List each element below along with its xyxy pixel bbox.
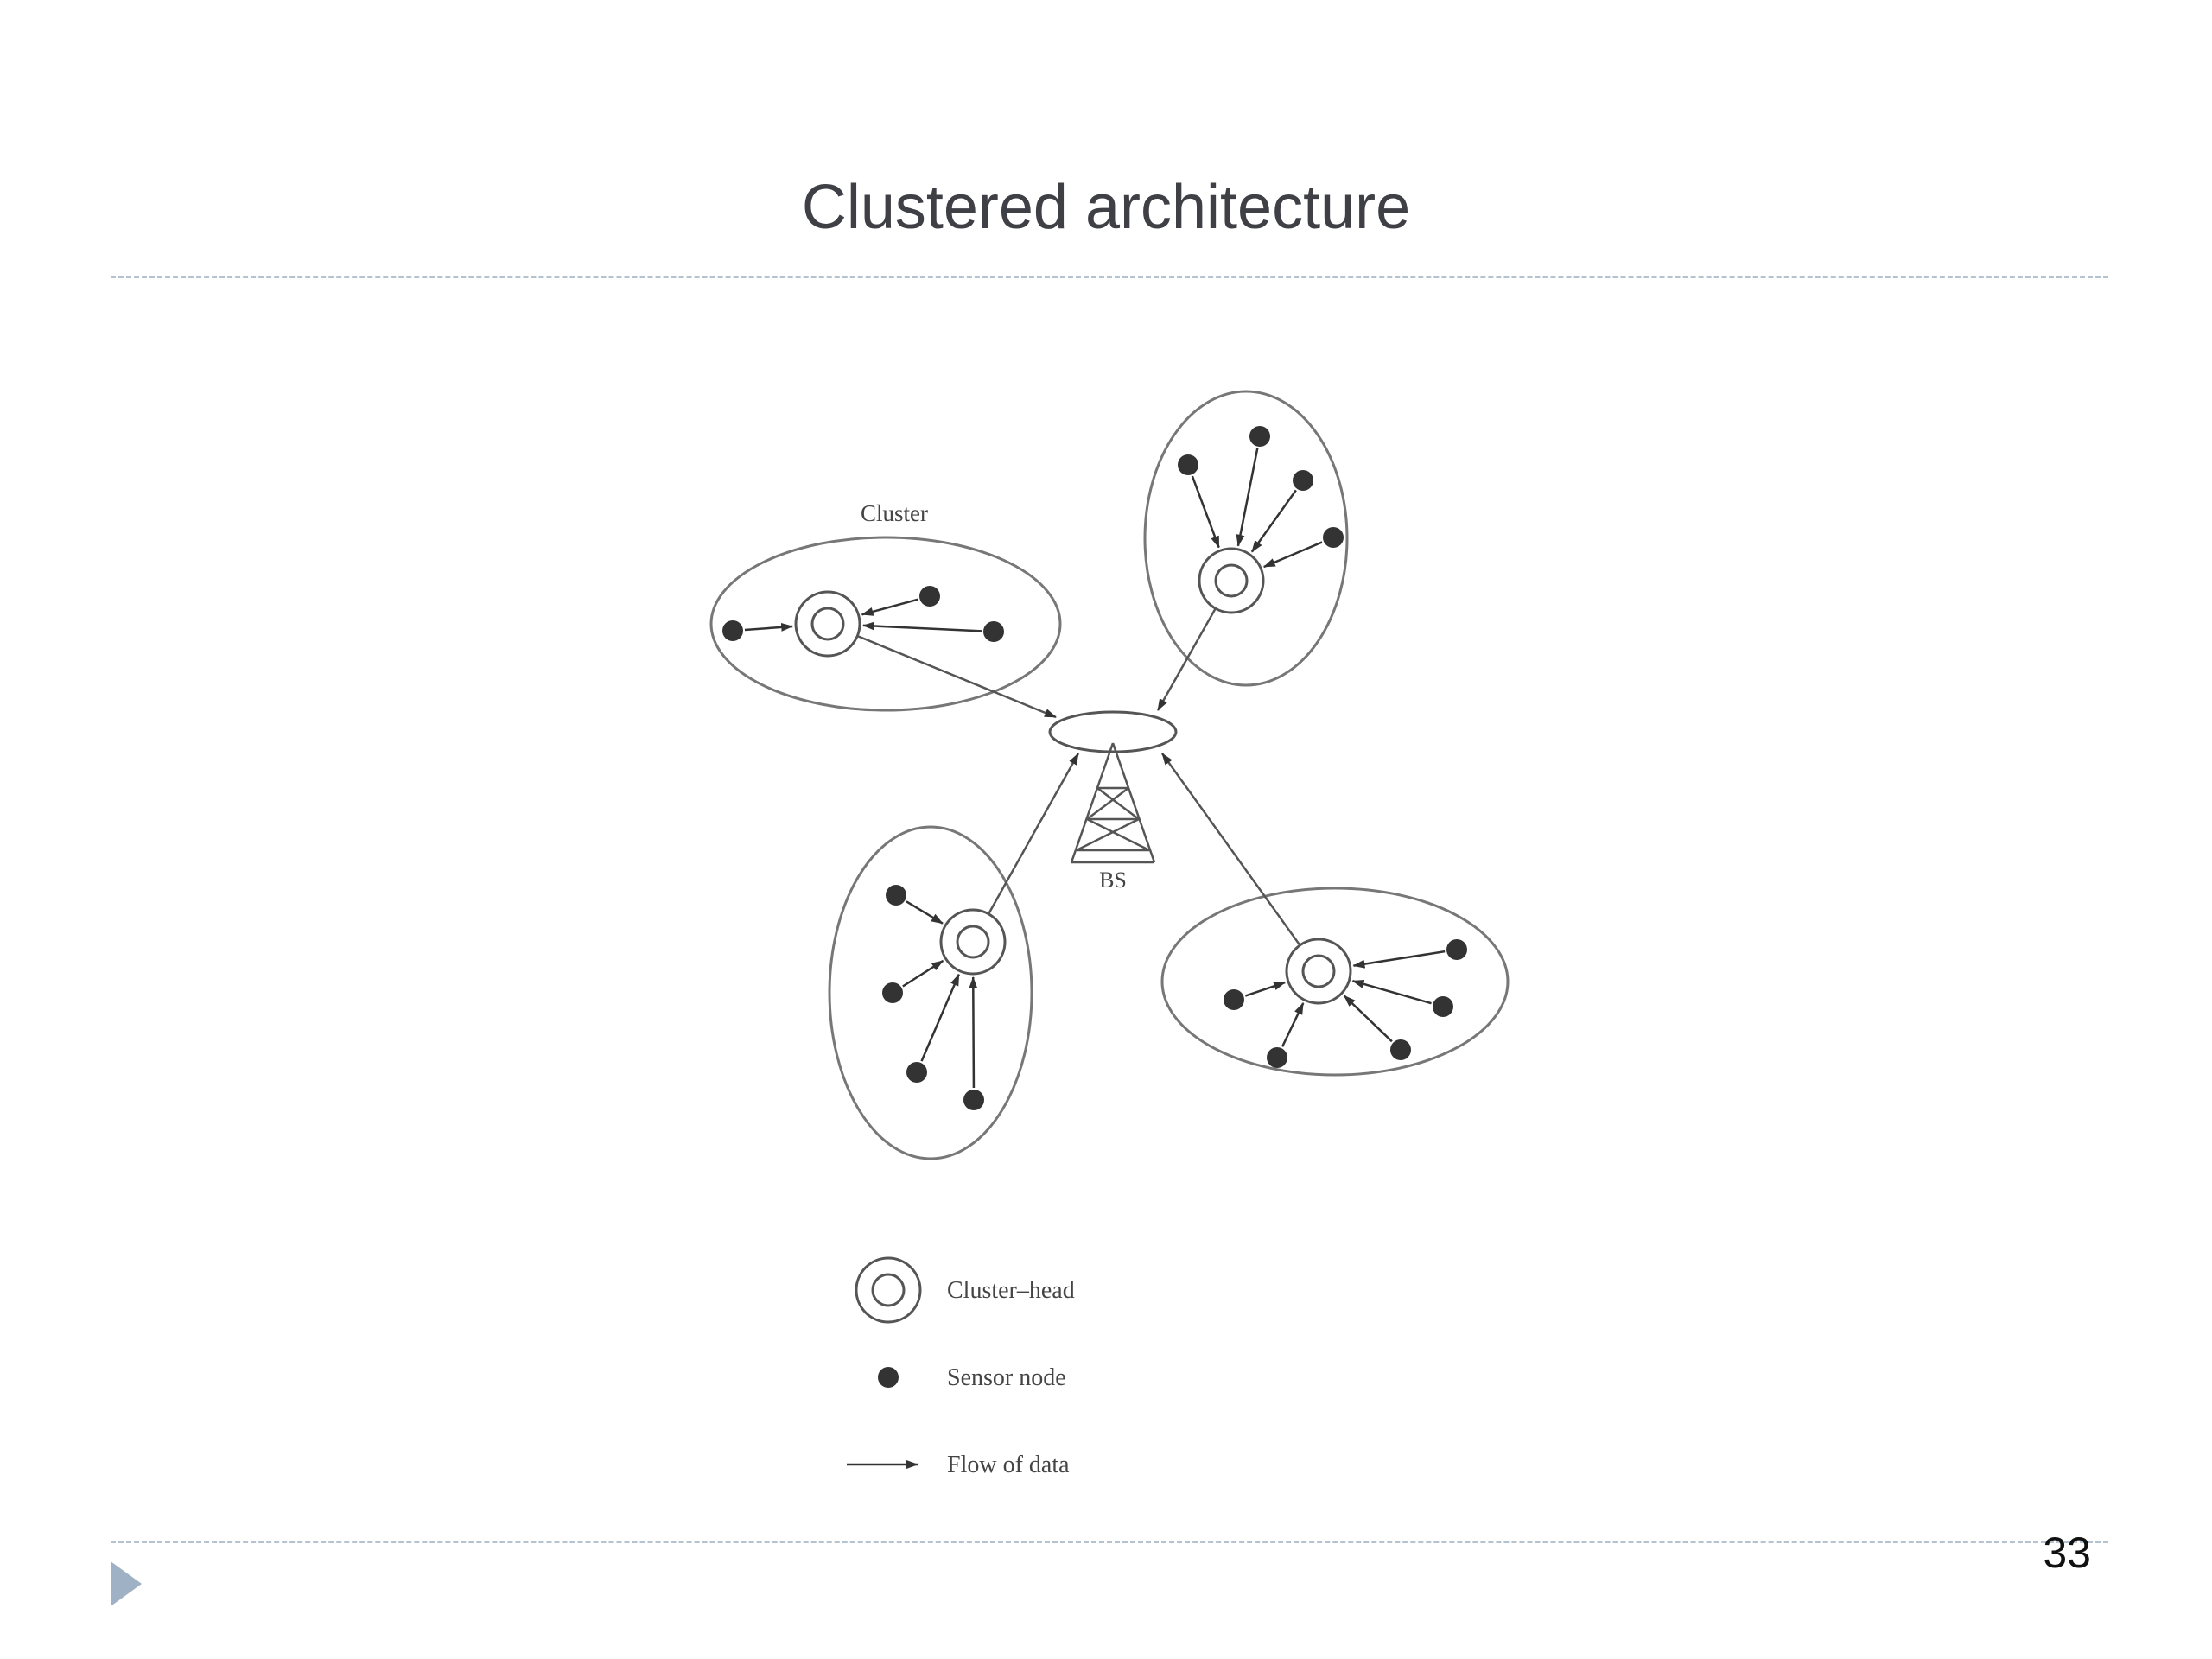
data-flow-arrow bbox=[920, 973, 960, 1062]
base-station-label: BS bbox=[1099, 868, 1127, 893]
data-flow-arrow bbox=[861, 621, 982, 632]
sensor-node bbox=[1446, 939, 1467, 960]
cluster-top bbox=[1143, 390, 1349, 687]
data-flow-arrow bbox=[1262, 541, 1323, 569]
data-flow-arrow bbox=[1343, 995, 1393, 1043]
cluster-right bbox=[1160, 887, 1510, 1077]
cluster-left bbox=[709, 536, 1062, 712]
data-flow-arrow bbox=[1351, 979, 1432, 1005]
legend-cluster-head-label: Cluster–head bbox=[947, 1277, 1075, 1304]
tower-icon bbox=[1070, 742, 1156, 864]
sensor-node bbox=[963, 1090, 984, 1110]
sensor-node bbox=[882, 982, 903, 1003]
cluster-boundary bbox=[1143, 390, 1349, 687]
data-flow-arrow bbox=[902, 959, 944, 988]
sensor-node bbox=[722, 620, 743, 641]
cluster-boundary bbox=[828, 825, 1033, 1160]
data-flow-arrow bbox=[861, 598, 918, 616]
data-flow-arrow bbox=[1244, 981, 1287, 997]
legend-flow-of-data-label: Flow of data bbox=[947, 1452, 1070, 1478]
footer-divider bbox=[111, 1541, 2108, 1543]
cluster-head bbox=[939, 908, 1007, 976]
cluster-label: Cluster bbox=[861, 500, 928, 526]
sensor-node bbox=[1267, 1047, 1287, 1068]
sensor-node bbox=[1249, 426, 1270, 447]
sensor-node bbox=[919, 586, 940, 607]
head-to-bs-arrow bbox=[856, 634, 1057, 719]
cluster-head bbox=[1285, 938, 1352, 1005]
cluster-head bbox=[1198, 547, 1265, 614]
head-to-bs-arrow bbox=[1160, 753, 1301, 946]
clusters-group bbox=[709, 390, 1510, 1160]
title-divider bbox=[111, 276, 2108, 278]
sensor-node bbox=[1293, 470, 1313, 491]
data-flow-arrow bbox=[1352, 950, 1446, 969]
data-flow-arrow bbox=[1236, 448, 1259, 547]
base-station-links bbox=[856, 607, 1301, 946]
cluster-boundary bbox=[1160, 887, 1510, 1077]
legend-sensor-node-icon bbox=[878, 1367, 899, 1388]
cluster-bottom bbox=[828, 825, 1033, 1160]
cluster-boundary bbox=[709, 536, 1062, 712]
sensor-node bbox=[1433, 996, 1453, 1017]
sensor-node bbox=[1224, 989, 1244, 1010]
data-flow-arrow bbox=[744, 622, 794, 632]
sensor-node bbox=[906, 1062, 927, 1083]
sensor-node bbox=[983, 621, 1004, 642]
sensor-node bbox=[1390, 1039, 1411, 1060]
head-to-bs-arrow bbox=[1156, 607, 1217, 711]
legend: Cluster–head Sensor node Flow of data bbox=[847, 1256, 1075, 1478]
data-flow-arrow bbox=[1250, 489, 1297, 553]
page-number: 33 bbox=[2043, 1529, 2091, 1577]
data-flow-arrow bbox=[1281, 1002, 1305, 1047]
head-to-bs-arrow bbox=[987, 753, 1080, 915]
page-title: Clustered architecture bbox=[801, 173, 1411, 242]
sensor-node bbox=[1323, 527, 1344, 548]
sensor-node bbox=[1178, 454, 1198, 475]
legend-sensor-node-label: Sensor node bbox=[947, 1364, 1066, 1391]
base-station: BS bbox=[1048, 710, 1178, 893]
next-slide-arrow-icon[interactable] bbox=[111, 1561, 142, 1606]
sensor-node bbox=[886, 885, 906, 906]
data-flow-arrow bbox=[969, 976, 978, 1089]
legend-cluster-head-icon bbox=[855, 1256, 922, 1324]
cluster-head bbox=[794, 590, 861, 658]
data-flow-arrow bbox=[1191, 475, 1220, 549]
base-station-dish bbox=[1048, 710, 1178, 753]
data-flow-arrow bbox=[906, 900, 944, 925]
